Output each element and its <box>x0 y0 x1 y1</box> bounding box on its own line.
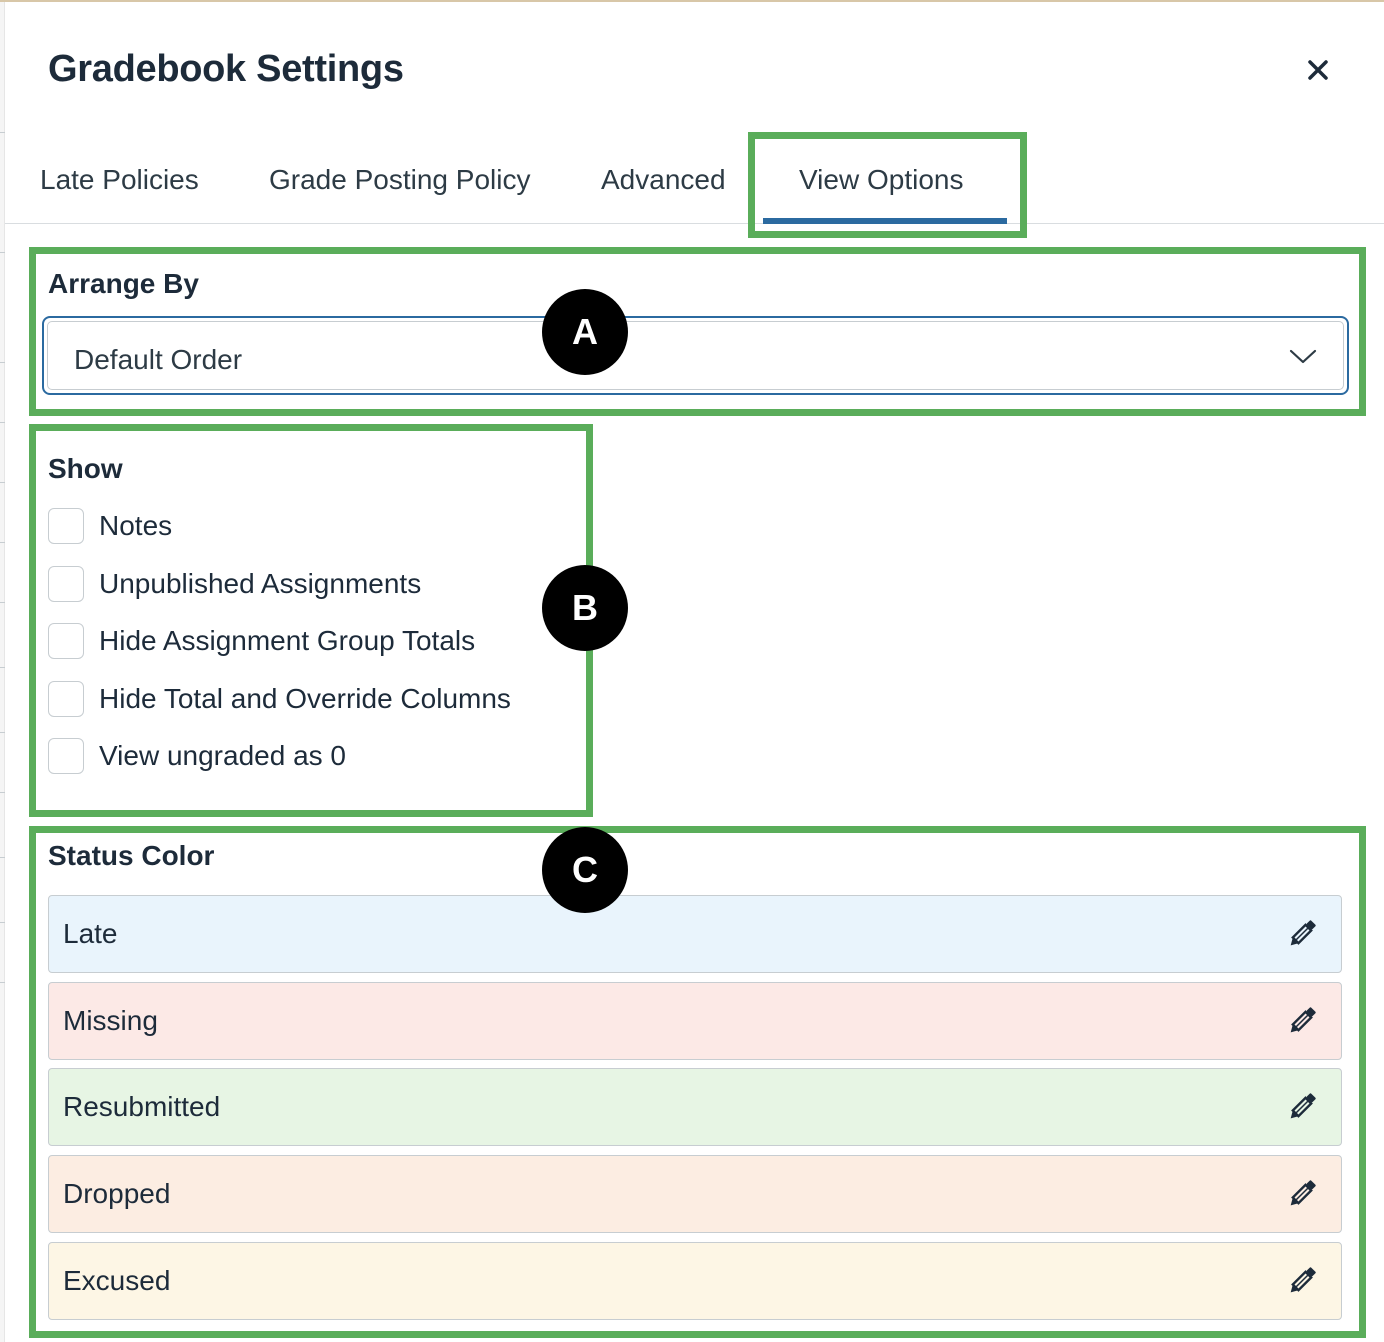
callout-badge-c: C <box>542 827 628 913</box>
arrange-by-label: Arrange By <box>48 268 199 299</box>
tab-late-policies[interactable]: Late Policies <box>40 164 199 195</box>
arrange-by-select[interactable]: Default Order <box>42 316 1349 395</box>
edit-missing-color-button[interactable] <box>1285 1004 1319 1038</box>
edit-dropped-color-button[interactable] <box>1285 1177 1319 1211</box>
status-row-resubmitted: Resubmitted <box>48 1068 1342 1146</box>
active-tab-indicator <box>763 218 1007 224</box>
checkbox-box[interactable] <box>48 681 84 717</box>
edit-late-color-button[interactable] <box>1285 917 1319 951</box>
callout-badge-b: B <box>542 565 628 651</box>
checkbox-box[interactable] <box>48 508 84 544</box>
chevron-down-icon <box>1289 349 1317 364</box>
pencil-icon <box>1290 1267 1316 1293</box>
hide-total-and-override-columns-checkbox[interactable]: Hide Total and Override Columns <box>48 681 511 717</box>
show-unpublished-assignments-checkbox[interactable]: Unpublished Assignments <box>48 566 421 602</box>
hide-assignment-group-totals-checkbox[interactable]: Hide Assignment Group Totals <box>48 623 475 659</box>
status-row-excused: Excused <box>48 1242 1342 1320</box>
background-page-edge <box>0 2 5 1342</box>
status-label: Late <box>63 918 118 949</box>
pencil-icon <box>1290 920 1316 946</box>
status-label: Excused <box>63 1265 171 1296</box>
close-button[interactable] <box>1300 52 1336 88</box>
tab-view-options[interactable]: View Options <box>799 164 964 195</box>
checkbox-label: Notes <box>99 510 173 541</box>
checkbox-label: Hide Assignment Group Totals <box>99 625 476 656</box>
close-icon <box>1308 60 1328 80</box>
edit-resubmitted-color-button[interactable] <box>1285 1090 1319 1124</box>
settings-tabs: Late Policies Grade Posting Policy Advan… <box>5 140 1384 224</box>
show-notes-checkbox[interactable]: Notes <box>48 508 172 544</box>
status-color-label: Status Color <box>48 840 215 871</box>
checkbox-box[interactable] <box>48 738 84 774</box>
tab-advanced[interactable]: Advanced <box>601 164 726 195</box>
show-label: Show <box>48 453 123 484</box>
arrange-by-value: Default Order <box>74 344 243 375</box>
modal-title: Gradebook Settings <box>48 48 404 90</box>
checkbox-box[interactable] <box>48 623 84 659</box>
status-row-late: Late <box>48 895 1342 973</box>
tab-grade-posting-policy[interactable]: Grade Posting Policy <box>269 164 531 195</box>
edit-excused-color-button[interactable] <box>1285 1264 1319 1298</box>
page-top-rule <box>0 0 1384 2</box>
pencil-icon <box>1290 1093 1316 1119</box>
checkbox-label: Unpublished Assignments <box>99 568 422 599</box>
checkbox-label: Hide Total and Override Columns <box>99 683 511 714</box>
callout-badge-a: A <box>542 289 628 375</box>
status-label: Resubmitted <box>63 1091 221 1122</box>
view-ungraded-as-zero-checkbox[interactable]: View ungraded as 0 <box>48 738 346 774</box>
checkbox-box[interactable] <box>48 566 84 602</box>
arrange-by-select-field: Default Order <box>47 321 1344 390</box>
pencil-icon <box>1290 1007 1316 1033</box>
status-row-missing: Missing <box>48 982 1342 1060</box>
status-label: Missing <box>63 1005 158 1036</box>
checkbox-label: View ungraded as 0 <box>99 740 346 771</box>
status-row-dropped: Dropped <box>48 1155 1342 1233</box>
pencil-icon <box>1290 1180 1316 1206</box>
status-label: Dropped <box>63 1178 171 1209</box>
